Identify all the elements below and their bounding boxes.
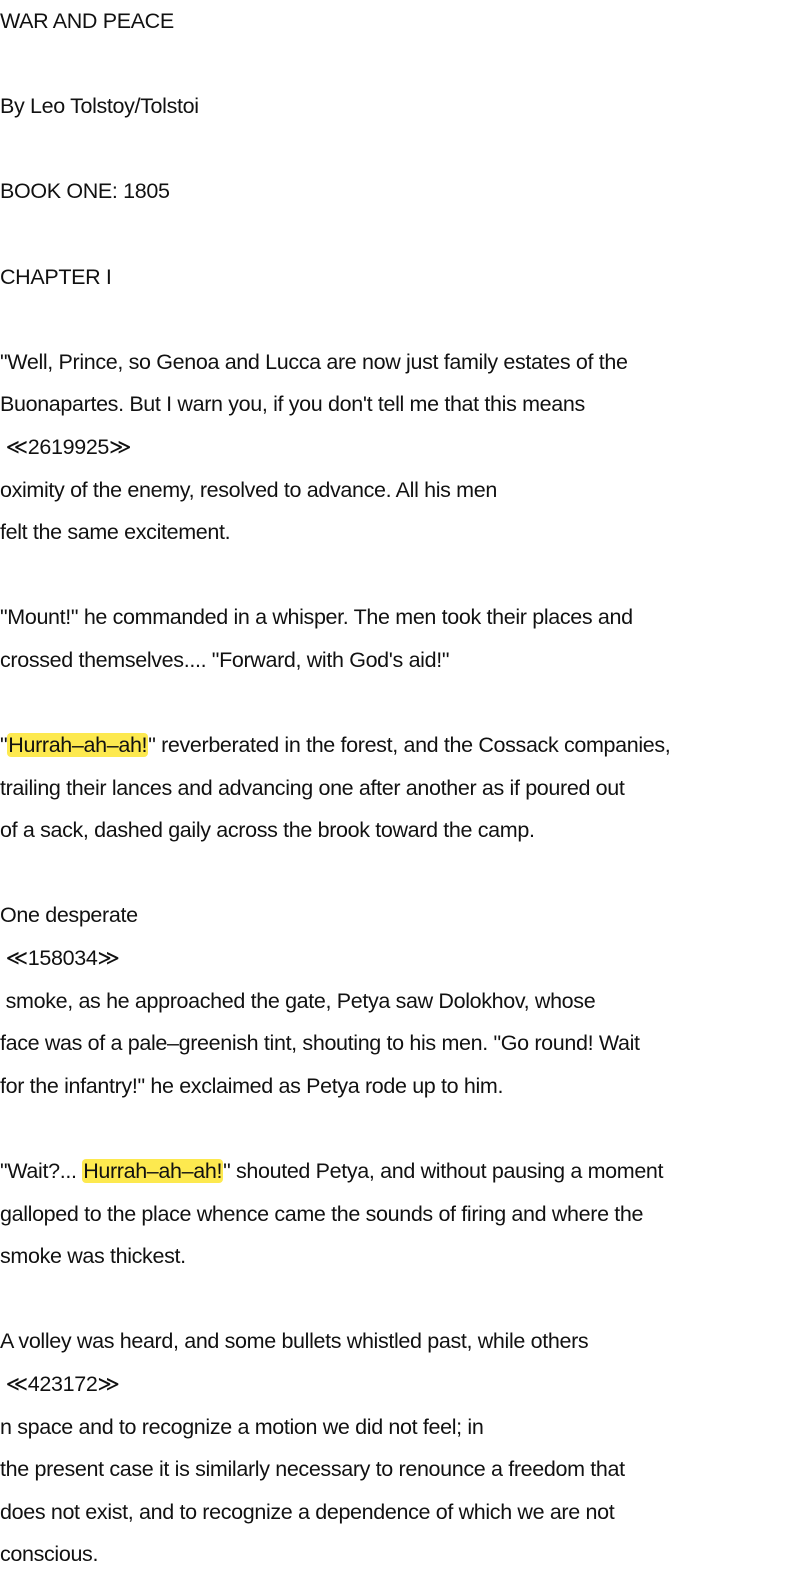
- text-line: of a sack, dashed gaily across the brook…: [0, 809, 790, 852]
- highlighted-text: Hurrah–ah–ah!: [7, 733, 149, 758]
- text-line: One desperate: [0, 894, 790, 937]
- text-segment: CHAPTER I: [0, 264, 112, 289]
- text-segment: of a sack, dashed gaily across the brook…: [0, 818, 535, 843]
- text-line: smoke, as he approached the gate, Petya …: [0, 980, 790, 1023]
- text-line: crossed themselves.... "Forward, with Go…: [0, 639, 790, 682]
- text-line: ≪158034≫: [0, 937, 790, 980]
- blank-line: [0, 298, 790, 341]
- text-segment: " reverberated in the forest, and the Co…: [148, 733, 671, 758]
- text-line: "Wait?... Hurrah–ah–ah!" shouted Petya, …: [0, 1150, 790, 1193]
- text-line: "Mount!" he commanded in a whisper. The …: [0, 596, 790, 639]
- text-segment: " shouted Petya, and without pausing a m…: [223, 1159, 664, 1184]
- text-segment: BOOK ONE: 1805: [0, 179, 170, 204]
- text-segment: "Wait?...: [0, 1159, 83, 1184]
- blank-line: [0, 213, 790, 256]
- text-line: CHAPTER I: [0, 256, 790, 299]
- text-segment: ≪423172≫: [0, 1372, 120, 1396]
- blank-line: [0, 128, 790, 171]
- blank-line: [0, 852, 790, 895]
- blank-line: [0, 1278, 790, 1321]
- text-line: n space and to recognize a motion we did…: [0, 1406, 790, 1449]
- text-segment: for the infantry!" he exclaimed as Petya…: [0, 1073, 504, 1098]
- blank-line: [0, 554, 790, 597]
- text-line: trailing their lances and advancing one …: [0, 767, 790, 810]
- text-segment: ≪2619925≫: [0, 434, 132, 459]
- text-segment: crossed themselves.... "Forward, with Go…: [0, 647, 450, 672]
- blank-line: [0, 43, 790, 86]
- text-line: BOOK ONE: 1805: [0, 170, 790, 213]
- text-line: face was of a pale–greenish tint, shouti…: [0, 1022, 790, 1065]
- text-segment: trailing their lances and advancing one …: [0, 775, 625, 800]
- text-line: Buonapartes. But I warn you, if you don'…: [0, 383, 790, 426]
- highlighted-text: Hurrah–ah–ah!: [82, 1159, 224, 1184]
- text-segment: does not exist, and to recognize a depen…: [0, 1499, 615, 1524]
- text-segment: felt the same excitement.: [0, 520, 231, 545]
- text-line: "Well, Prince, so Genoa and Lucca are no…: [0, 341, 790, 384]
- text-segment: ": [0, 733, 8, 758]
- text-line: WAR AND PEACE: [0, 0, 790, 43]
- text-segment: ≪158034≫: [0, 946, 120, 971]
- text-segment: galloped to the place whence came the so…: [0, 1201, 644, 1226]
- text-segment: smoke, as he approached the gate, Petya …: [0, 988, 596, 1013]
- text-segment: smoke was thickest.: [0, 1244, 186, 1269]
- text-line: ≪423172≫: [0, 1363, 790, 1406]
- text-line: does not exist, and to recognize a depen…: [0, 1491, 790, 1534]
- text-line: By Leo Tolstoy/Tolstoi: [0, 85, 790, 128]
- text-segment: "Well, Prince, so Genoa and Lucca are no…: [0, 349, 628, 374]
- blank-line: [0, 1107, 790, 1150]
- text-line: A volley was heard, and some bullets whi…: [0, 1320, 790, 1363]
- text-line: felt the same excitement.: [0, 511, 790, 554]
- text-line: "Hurrah–ah–ah!" reverberated in the fore…: [0, 724, 790, 767]
- text-segment: WAR AND PEACE: [0, 9, 174, 33]
- text-segment: face was of a pale–greenish tint, shouti…: [0, 1031, 640, 1056]
- text-segment: the present case it is similarly necessa…: [0, 1457, 625, 1482]
- text-line: oximity of the enemy, resolved to advanc…: [0, 469, 790, 512]
- text-line: conscious.: [0, 1533, 790, 1576]
- text-segment: A volley was heard, and some bullets whi…: [0, 1329, 589, 1354]
- text-line: the present case it is similarly necessa…: [0, 1448, 790, 1491]
- text-line: galloped to the place whence came the so…: [0, 1193, 790, 1236]
- text-segment: By Leo Tolstoy/Tolstoi: [0, 94, 199, 119]
- text-segment: conscious.: [0, 1542, 99, 1567]
- text-line: for the infantry!" he exclaimed as Petya…: [0, 1065, 790, 1108]
- text-line: smoke was thickest.: [0, 1235, 790, 1278]
- text-segment: oximity of the enemy, resolved to advanc…: [0, 477, 497, 502]
- text-line: ≪2619925≫: [0, 426, 790, 469]
- text-segment: "Mount!" he commanded in a whisper. The …: [0, 605, 633, 630]
- text-segment: Buonapartes. But I warn you, if you don'…: [0, 392, 585, 417]
- text-segment: n space and to recognize a motion we did…: [0, 1414, 484, 1439]
- blank-line: [0, 682, 790, 725]
- text-segment: One desperate: [0, 903, 138, 928]
